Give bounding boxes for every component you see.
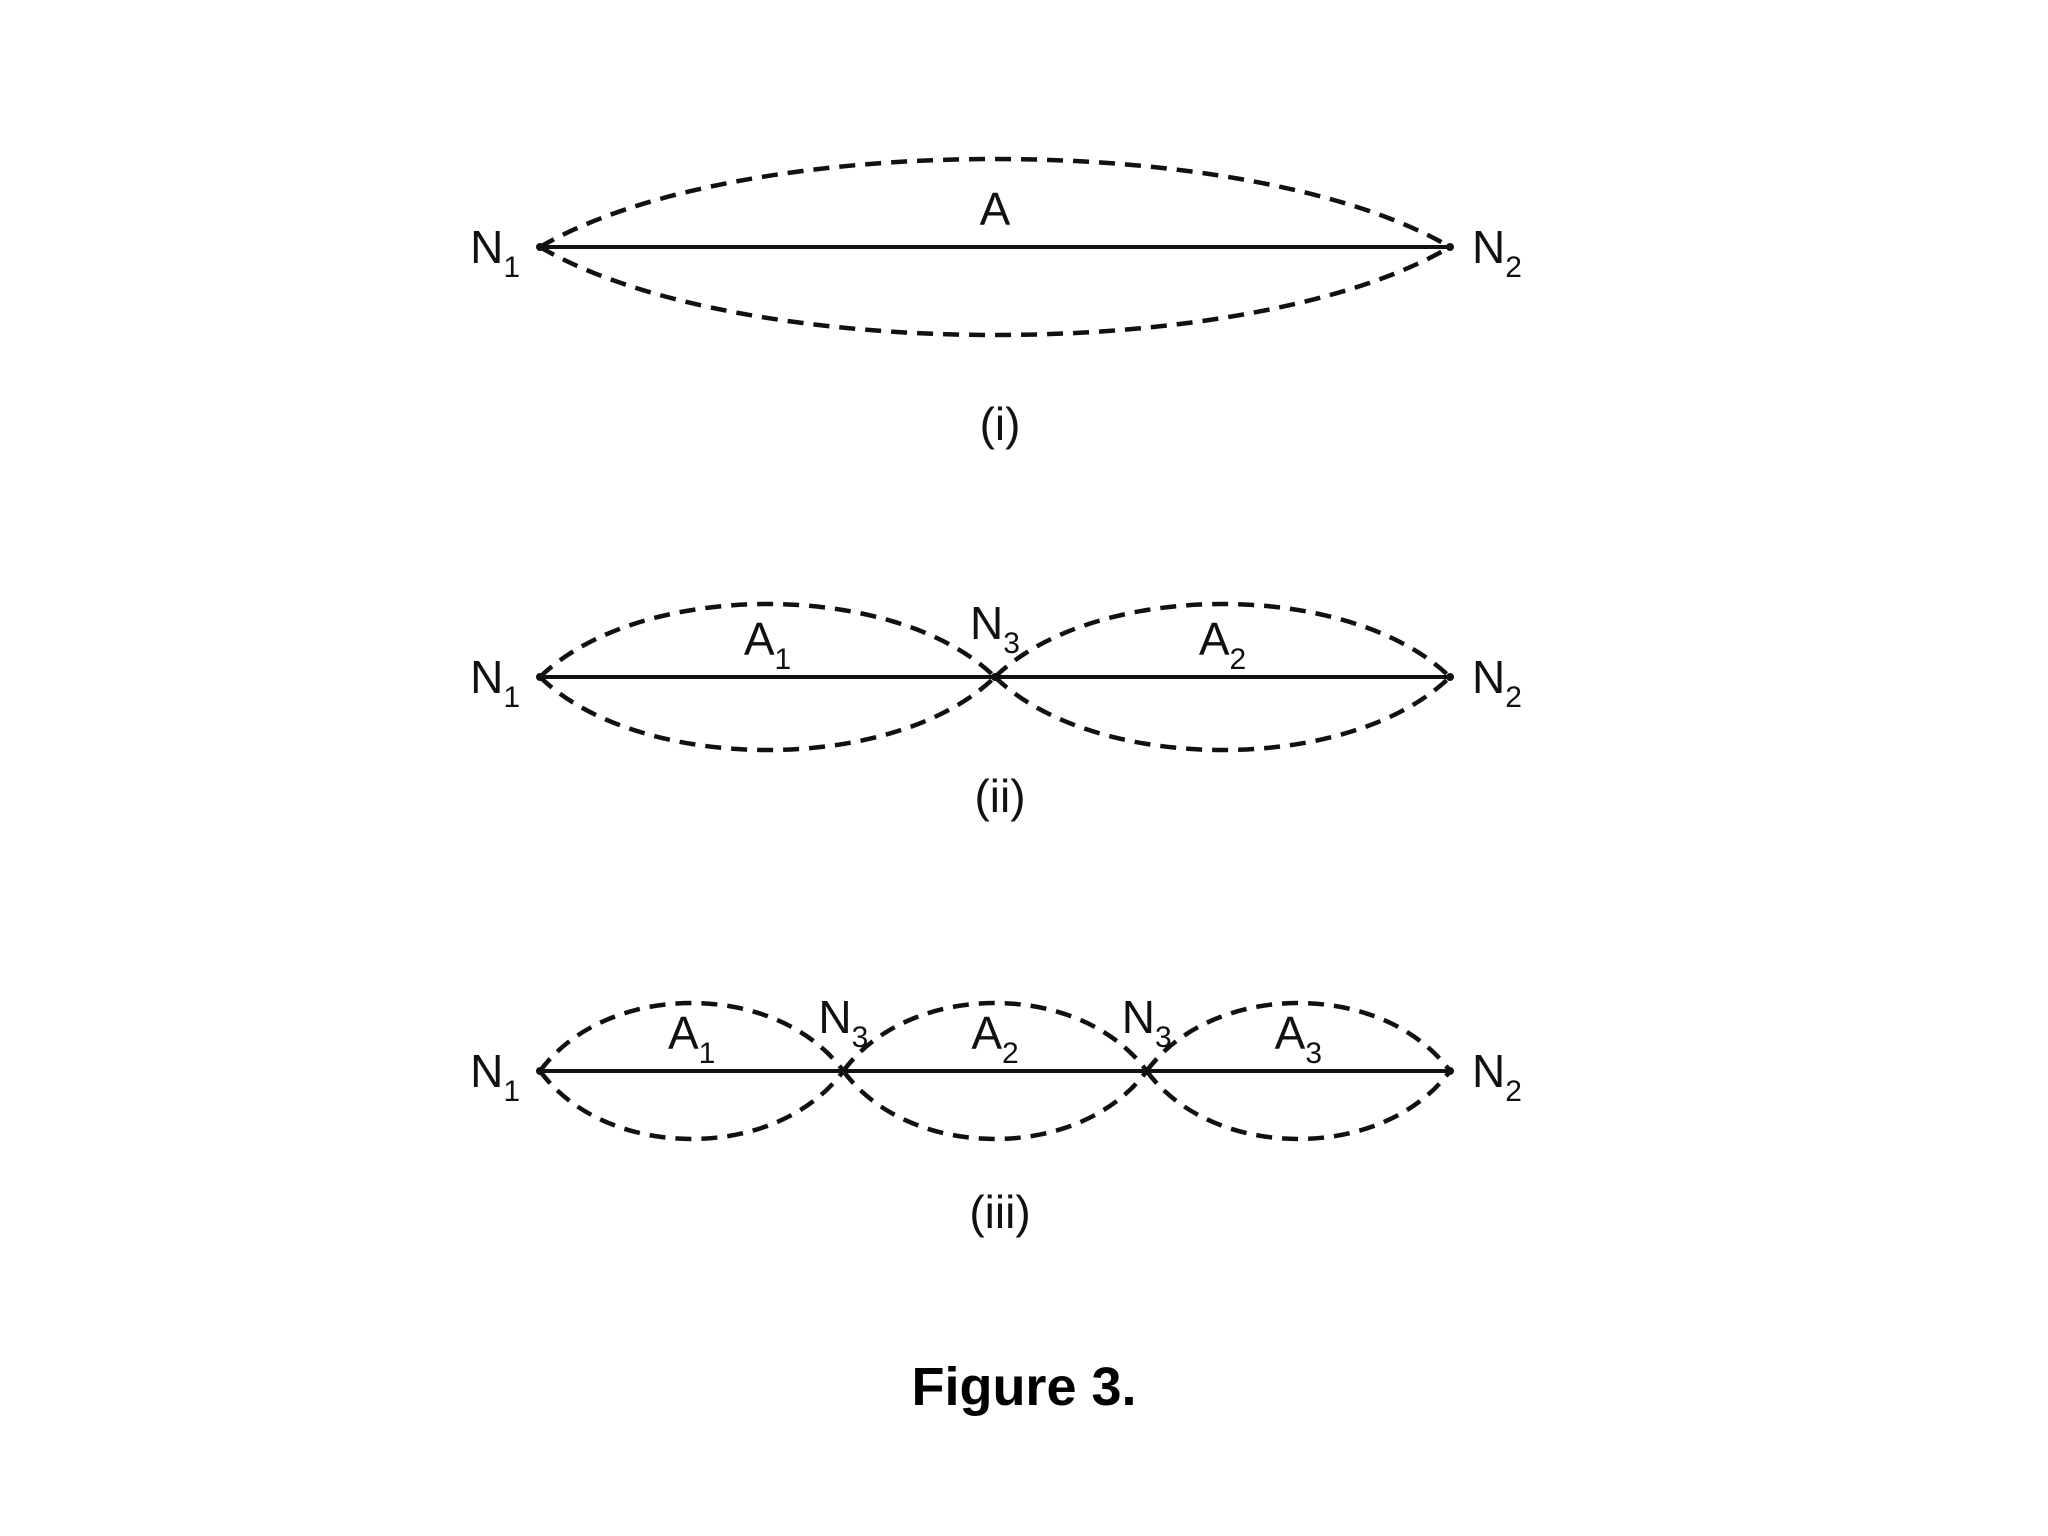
node-point-3 xyxy=(1142,1067,1151,1075)
node-point-3 xyxy=(1446,673,1454,681)
antinode-label-2: A2 xyxy=(971,1007,1018,1070)
loop-upper-1 xyxy=(538,156,1452,249)
loop-lower-1 xyxy=(538,675,997,753)
loop-upper-1 xyxy=(538,601,997,679)
node-point-2 xyxy=(839,1067,848,1075)
middle-node-label-1: N3 xyxy=(818,991,868,1054)
antinode-label-2: A2 xyxy=(1199,613,1246,676)
antinode-label-1: A1 xyxy=(668,1007,715,1070)
panel-label: (ii) xyxy=(974,770,1025,822)
node-point-1 xyxy=(536,673,544,681)
loop-upper-2 xyxy=(841,1000,1149,1073)
right-node-label: N2 xyxy=(1472,651,1522,714)
left-node-label: N1 xyxy=(470,651,520,714)
node-point-2 xyxy=(991,673,999,681)
loop-lower-2 xyxy=(841,1069,1149,1142)
loop-lower-1 xyxy=(538,1069,846,1142)
node-point-1 xyxy=(536,1067,544,1075)
loop-upper-3 xyxy=(1144,1000,1452,1073)
panel-label: (iii) xyxy=(969,1186,1030,1238)
left-node-label: N1 xyxy=(470,221,520,284)
loop-upper-1 xyxy=(538,1000,846,1073)
node-point-1 xyxy=(536,243,544,251)
antinode-label-1: A xyxy=(980,183,1011,235)
node-point-4 xyxy=(1446,1067,1454,1075)
antinode-label-3: A3 xyxy=(1275,1007,1322,1070)
middle-node-label-1: N3 xyxy=(970,597,1020,660)
antinode-label-1: A1 xyxy=(744,613,791,676)
loop-lower-2 xyxy=(993,675,1452,753)
loop-lower-1 xyxy=(538,245,1452,338)
loop-upper-2 xyxy=(993,601,1452,679)
left-node-label: N1 xyxy=(470,1045,520,1108)
figure-caption: Figure 3. xyxy=(911,1357,1137,1417)
middle-node-label-2: N3 xyxy=(1122,991,1172,1054)
panel-label: (i) xyxy=(980,398,1021,450)
right-node-label: N2 xyxy=(1472,221,1522,284)
loop-lower-3 xyxy=(1144,1069,1452,1142)
panel-i: A N1 N2 (i) xyxy=(470,156,1522,450)
right-node-label: N2 xyxy=(1472,1045,1522,1108)
node-point-2 xyxy=(1446,243,1454,251)
